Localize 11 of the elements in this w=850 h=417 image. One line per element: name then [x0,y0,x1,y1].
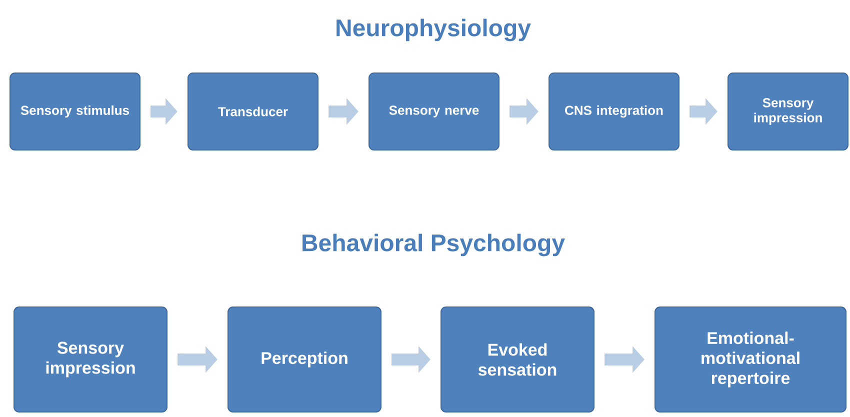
process-box: Perception [228,306,382,412]
title: Behavioral Psychology [302,234,565,256]
process-box: Emotional-motivational repertoire [654,306,847,412]
process-box: CNS integration [548,72,680,150]
process-box: Evoked sensation [440,306,594,412]
process-box: Sensory nerve [368,72,500,150]
process-box: Transducer [188,72,318,150]
process-box: Sensory stimulus [10,72,140,150]
process-box: Sensory impression [728,72,849,150]
title: Neurophysiology [336,18,531,42]
process-box: Sensory impression [14,306,168,412]
